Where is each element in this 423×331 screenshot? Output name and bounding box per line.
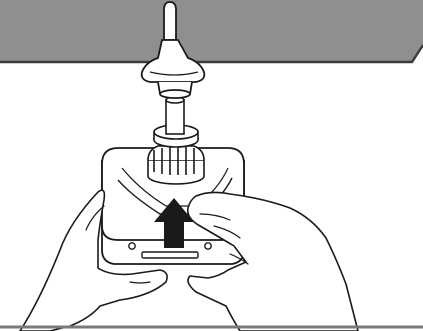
header-band	[0, 0, 423, 62]
rod	[166, 97, 184, 134]
